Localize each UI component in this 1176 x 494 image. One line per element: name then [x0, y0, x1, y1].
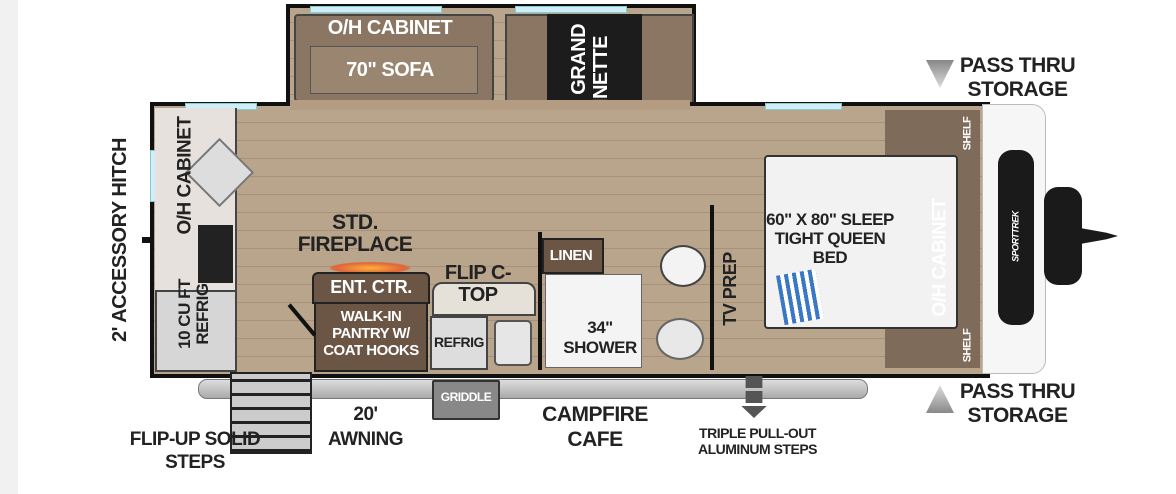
page-edge	[0, 0, 18, 494]
hitch-stub	[142, 237, 150, 243]
linen-cabinet	[542, 238, 604, 274]
pass-thru-top-label: PASS THRU STORAGE	[959, 54, 1076, 101]
ent-ctr-label: ENT. CTR.	[330, 277, 412, 297]
oh-cabinet-kitchen-label: O/H CABINET	[174, 116, 196, 235]
shelf-top-label: SHELF	[961, 116, 974, 151]
awning-label: 20' AWNING	[327, 404, 404, 450]
triple-steps-label: TRIPLE PULL-OUT ALUMINUM STEPS	[698, 425, 818, 457]
arrow-down-icon	[926, 60, 954, 88]
refrigerator	[155, 290, 237, 372]
bedroom-wall	[710, 205, 714, 370]
tv-prep-label: TV PREP	[720, 252, 740, 326]
flip-ctop-label: FLIP C-TOP	[444, 262, 512, 306]
entertainment-center	[312, 272, 430, 304]
outdoor-refrig	[430, 316, 488, 370]
toilet-icon	[660, 245, 706, 287]
pass-thru-bottom-label: PASS THRU STORAGE	[959, 380, 1076, 427]
window	[310, 6, 442, 13]
bath-sink-icon	[656, 318, 704, 360]
refrig-10cuft-label: 10 CU FT REFRIG	[175, 279, 212, 349]
awning-rail	[198, 379, 868, 399]
stove-icon	[198, 225, 233, 283]
fireplace-glow-icon	[330, 262, 410, 274]
shower-label: 34" SHOWER	[563, 318, 637, 357]
bed-label: 60" X 80" SLEEP TIGHT QUEEN BED	[766, 210, 894, 267]
tongue-hitch	[1080, 228, 1118, 244]
outdoor-refrig-label: REFRIG	[434, 334, 484, 350]
flip-up-steps-label: FLIP-UP SOLID STEPS	[129, 429, 261, 473]
accessory-hitch-label: 2' ACCESSORY HITCH	[109, 138, 131, 342]
sporttrek-logo: SPORTTREK	[1010, 211, 1021, 262]
linen-label: LINEN	[549, 247, 593, 264]
shower	[545, 274, 642, 368]
spare-tire	[1044, 187, 1082, 285]
sofa-label: 70" SOFA	[346, 59, 434, 81]
pillow-icon	[775, 268, 825, 326]
window	[515, 6, 627, 13]
shelf-bottom-label: SHELF	[961, 328, 974, 363]
pantry	[314, 302, 428, 372]
windshield	[998, 150, 1034, 325]
pantry-label: WALK-IN PANTRY W/ COAT HOOKS	[323, 308, 419, 359]
griddle-label: GRIDDLE	[440, 390, 492, 404]
campfire-cafe-label: CAMPFIRE CAFE	[542, 403, 648, 451]
flip-ctop	[432, 282, 536, 316]
window	[765, 103, 842, 110]
slide-opening	[290, 100, 690, 110]
flip-up-steps	[230, 372, 312, 454]
oh-cabinet-bed-label: O/H CABINET	[929, 198, 951, 317]
fireplace-label: STD. FIREPLACE	[297, 211, 413, 256]
sofa-cushion	[310, 46, 478, 94]
bath-wall	[538, 232, 542, 370]
outdoor-sink-icon	[494, 320, 532, 366]
oh-cabinet-top-label: O/H CABINET	[327, 17, 453, 39]
griddle	[432, 380, 500, 420]
arrow-up-icon	[926, 385, 954, 413]
